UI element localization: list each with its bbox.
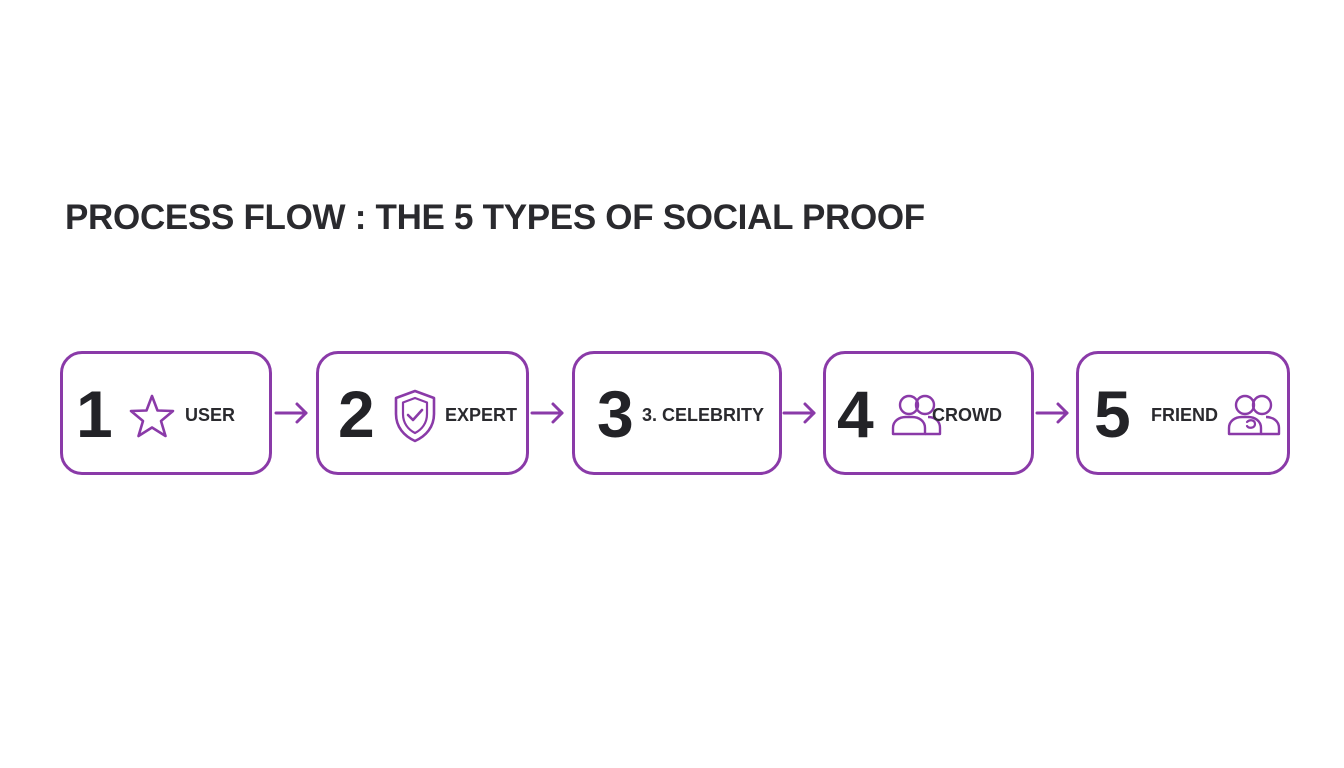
step-label: USER	[185, 405, 236, 425]
page-title: PROCESS FLOW : THE 5 TYPES OF SOCIAL PRO…	[65, 198, 925, 237]
step-expert: 2 EXPERT	[316, 351, 529, 475]
star-icon	[127, 392, 177, 440]
step-number: 3	[597, 377, 634, 451]
step-label: EXPERT	[445, 405, 518, 425]
step-crowd: 4 CROWD	[823, 351, 1034, 475]
flow-arrow	[1034, 397, 1074, 429]
flow-arrow	[781, 397, 821, 429]
step-number: 1	[76, 377, 113, 451]
step-number: 2	[338, 377, 375, 451]
step-label: 3. CELEBRITY	[642, 405, 765, 425]
flow-arrow	[273, 397, 313, 429]
people-group-icon	[890, 392, 944, 438]
shield-check-icon	[391, 387, 439, 445]
step-label: FRIEND	[1151, 405, 1218, 425]
friends-icon	[1225, 392, 1283, 438]
step-friend: 5 FRIEND	[1076, 351, 1290, 475]
step-number: 5	[1094, 377, 1131, 451]
step-celebrity: 3 3. CELEBRITY	[572, 351, 782, 475]
step-user: 1 USER	[60, 351, 272, 475]
flow-arrow	[529, 397, 569, 429]
step-number: 4	[837, 377, 874, 451]
step-label: CROWD	[932, 405, 1002, 425]
